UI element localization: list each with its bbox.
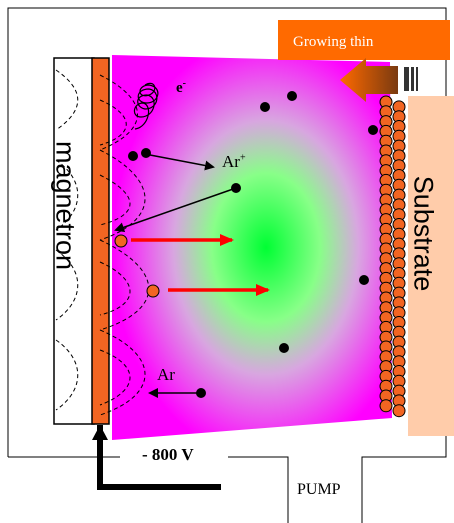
growing-film bbox=[379, 95, 406, 418]
voltage-arrow-head bbox=[92, 425, 108, 440]
substrate-edge-marks bbox=[404, 67, 418, 91]
argon-ion-charge: + bbox=[239, 152, 246, 164]
particle bbox=[287, 91, 297, 101]
electron-text: e bbox=[176, 80, 183, 96]
particle bbox=[141, 148, 151, 158]
particle bbox=[359, 275, 369, 285]
argon-ion-arrow bbox=[149, 154, 215, 171]
plasma-region bbox=[112, 55, 392, 440]
particle bbox=[279, 343, 289, 353]
particle bbox=[128, 151, 138, 161]
argon-label: Ar bbox=[157, 365, 175, 384]
film-atom bbox=[379, 399, 393, 413]
argon-ion-impact-arrow bbox=[114, 187, 237, 233]
pump-label: PUMP bbox=[297, 481, 341, 498]
film-atom bbox=[392, 404, 406, 418]
argon-ion-text: Ar bbox=[222, 152, 240, 171]
electron-charge: - bbox=[182, 78, 187, 89]
sputtered-atom bbox=[146, 284, 160, 298]
sputtered-atom bbox=[114, 234, 128, 248]
growing-film-banner bbox=[278, 20, 450, 60]
electron-label: e- bbox=[176, 78, 187, 97]
magnetron-label: magnetron bbox=[50, 140, 81, 271]
voltage-label: - 800 V bbox=[142, 445, 194, 464]
argon-ion-label: Ar+ bbox=[222, 152, 246, 172]
voltage-connection bbox=[97, 425, 221, 490]
magnetron-box bbox=[53, 57, 95, 425]
particle bbox=[368, 125, 378, 135]
argon-particles bbox=[128, 91, 378, 398]
substrate-label: Substrate bbox=[408, 175, 439, 292]
target-plate bbox=[91, 57, 110, 425]
particle bbox=[260, 102, 270, 112]
electron-path bbox=[133, 82, 159, 130]
growing-film-arrow bbox=[340, 58, 398, 102]
substrate-block bbox=[408, 96, 454, 436]
growing-film-label: Growing thin bbox=[293, 34, 374, 50]
